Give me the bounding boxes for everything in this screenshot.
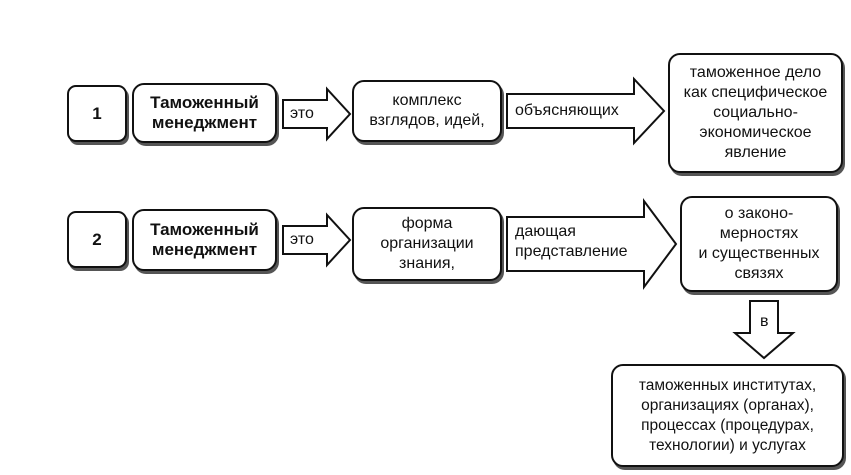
row2-arrow-eto [282, 212, 352, 268]
bottom-text: таможенных институтах, организациях (орг… [638, 376, 817, 454]
row1-middle-box: комплекс взглядов, идей, [352, 80, 502, 142]
row1-number: 1 [92, 103, 102, 123]
row1-result-box: таможенное дело как специфическое социал… [668, 53, 843, 173]
row1-subject: Таможенный менеджмент [150, 93, 259, 132]
row2-result-box: о законо- мерностях и существенных связя… [680, 196, 838, 292]
row2-arrow-giving-label: дающая представление [515, 223, 628, 260]
row1-arrow-explaining [506, 76, 666, 146]
row2-arrow-eto-label: это [290, 231, 314, 248]
row2-subject: Таможенный менеджмент [150, 220, 259, 259]
row2-result: о законо- мерностях и существенных связя… [698, 205, 820, 282]
row1-result: таможенное дело как специфическое социал… [683, 64, 828, 161]
row2-arrow-giving [506, 197, 678, 291]
bottom-box: таможенных институтах, организациях (орг… [611, 364, 844, 467]
down-arrow [732, 300, 796, 360]
row1-middle: комплекс взглядов, идей, [369, 92, 485, 129]
row2-middle-box: форма организации знания, [352, 207, 502, 281]
row2-number: 2 [92, 229, 102, 249]
down-arrow-label: в [760, 313, 769, 330]
row1-subject-box: Таможенный менеджмент [132, 83, 277, 143]
row1-number-box: 1 [67, 85, 127, 142]
row1-arrow-eto [282, 86, 352, 142]
row1-arrow-explaining-label: объясняющих [515, 102, 619, 119]
row1-arrow-eto-label: это [290, 105, 314, 122]
row2-subject-box: Таможенный менеджмент [132, 209, 277, 271]
row2-middle: форма организации знания, [380, 215, 474, 272]
row2-number-box: 2 [67, 211, 127, 268]
